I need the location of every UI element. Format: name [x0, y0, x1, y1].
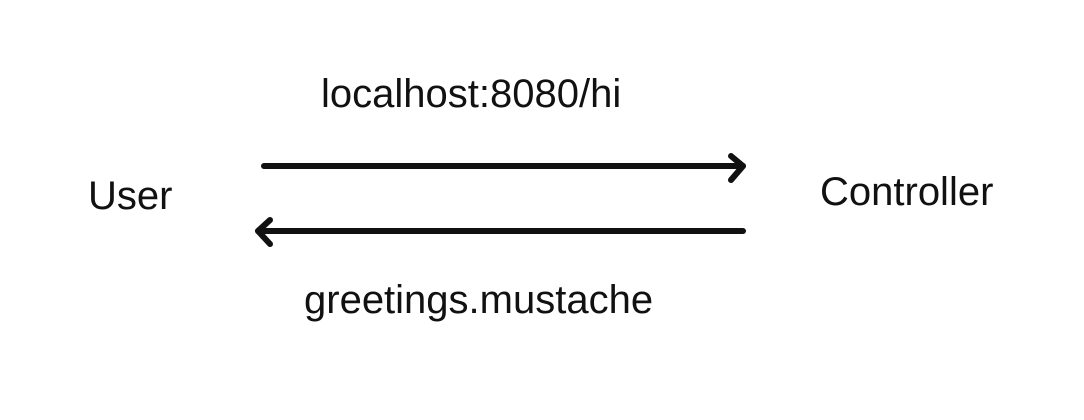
response-arrowhead [255, 217, 273, 247]
request-edge-label: localhost:8080/hi [321, 72, 622, 116]
request-arrowhead [728, 153, 746, 183]
controller-node-label: Controller [820, 170, 994, 214]
request-arrow [261, 153, 746, 183]
response-edge-label: greetings.mustache [304, 278, 654, 322]
user-node-label: User [88, 174, 173, 218]
response-arrow [255, 217, 746, 247]
